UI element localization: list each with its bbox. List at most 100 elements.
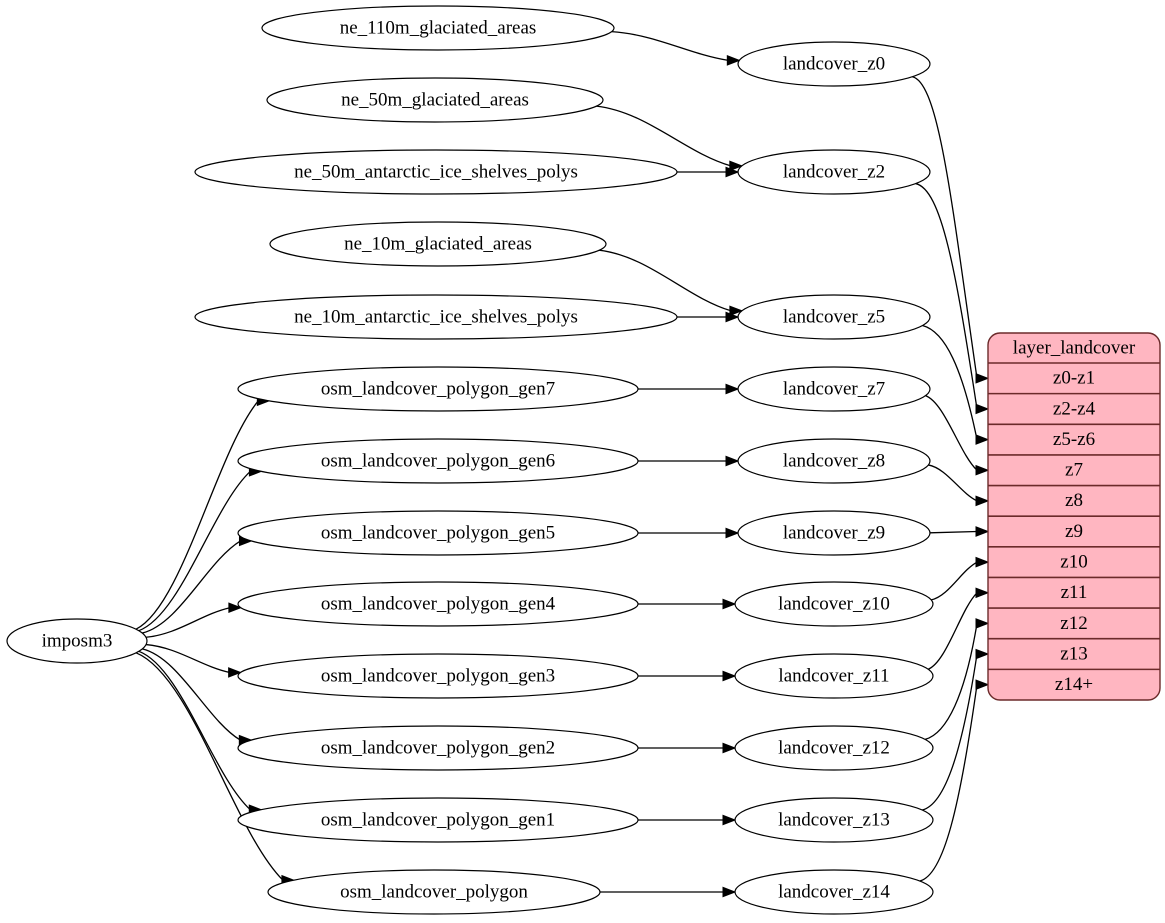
node-label: osm_landcover_polygon_gen1 bbox=[321, 809, 555, 830]
node-layer: imposm3 ne_110m_glaciated_areas ne_50m_gla… bbox=[6, 5, 934, 915]
node-label: ne_50m_glaciated_areas bbox=[341, 89, 529, 110]
node-landcover_z8[interactable]: landcover_z8 bbox=[737, 438, 931, 484]
node-osm_landcover_polygon[interactable]: osm_landcover_polygon bbox=[267, 869, 601, 915]
node-label: ne_110m_glaciated_areas bbox=[340, 17, 537, 38]
edge-imposm3-to-osm_landcover_polygon_gen4 bbox=[145, 602, 243, 638]
table-row-z10[interactable]: z10 bbox=[1060, 551, 1087, 572]
node-label: landcover_z5 bbox=[783, 306, 885, 327]
table-row-z5-z6[interactable]: z5-z6 bbox=[1053, 429, 1095, 450]
table-header-label: layer_landcover bbox=[1013, 337, 1136, 358]
node-landcover_z12[interactable]: landcover_z12 bbox=[734, 725, 934, 771]
node-ne_10m_glaciated_areas[interactable]: ne_10m_glaciated_areas bbox=[269, 221, 607, 267]
node-landcover_z9[interactable]: landcover_z9 bbox=[737, 510, 931, 556]
edge-landcover_z0-to-layer_landcover_z0-z1 bbox=[912, 76, 990, 384]
node-label: osm_landcover_polygon bbox=[340, 881, 528, 902]
table-row-z8[interactable]: z8 bbox=[1065, 490, 1083, 511]
node-label: landcover_z7 bbox=[783, 378, 885, 399]
table-row-z2-z4[interactable]: z2-z4 bbox=[1053, 398, 1096, 419]
edge-imposm3-to-osm_landcover_polygon_gen3 bbox=[146, 643, 243, 678]
table-row-z11[interactable]: z11 bbox=[1061, 582, 1088, 603]
node-label: ne_10m_glaciated_areas bbox=[344, 233, 532, 254]
node-label: landcover_z10 bbox=[778, 593, 890, 614]
node-ne_10m_antarctic_ice_shelves_polys[interactable]: ne_10m_antarctic_ice_shelves_polys bbox=[194, 294, 678, 340]
edge-imposm3-to-osm_landcover_polygon_gen7 bbox=[135, 395, 271, 630]
node-label: osm_landcover_polygon_gen5 bbox=[321, 522, 555, 543]
edge-osm_landcover_polygon_gen7-to-landcover_z7 bbox=[638, 383, 740, 395]
node-ne_110m_glaciated_areas[interactable]: ne_110m_glaciated_areas bbox=[261, 5, 615, 51]
edge-ne_50m_glaciated_areas-to-landcover_z2 bbox=[596, 105, 744, 172]
node-label: osm_landcover_polygon_gen6 bbox=[321, 450, 555, 471]
node-osm_landcover_polygon_gen7[interactable]: osm_landcover_polygon_gen7 bbox=[237, 366, 639, 412]
node-landcover_z7[interactable]: landcover_z7 bbox=[737, 366, 931, 412]
table-row-z14+[interactable]: z14+ bbox=[1055, 674, 1093, 695]
edge-landcover_z9-to-layer_landcover_z9 bbox=[929, 526, 990, 537]
table-row-z7[interactable]: z7 bbox=[1065, 460, 1083, 481]
table-row-label: z13 bbox=[1060, 643, 1087, 664]
node-label: osm_landcover_polygon_gen7 bbox=[321, 378, 555, 399]
node-landcover_z13[interactable]: landcover_z13 bbox=[734, 797, 934, 843]
node-label: landcover_z14 bbox=[778, 881, 890, 902]
edge-ne_10m_glaciated_areas-to-landcover_z5 bbox=[599, 249, 744, 317]
node-osm_landcover_polygon_gen5[interactable]: osm_landcover_polygon_gen5 bbox=[237, 510, 639, 556]
table-row-label: z0-z1 bbox=[1053, 368, 1095, 389]
node-label: landcover_z11 bbox=[778, 665, 889, 686]
node-label: landcover_z9 bbox=[783, 522, 885, 543]
table-row-label: z12 bbox=[1060, 613, 1087, 634]
edge-landcover_z10-to-layer_landcover_z10 bbox=[931, 556, 990, 601]
edge-landcover_z14-to-layer_landcover_z14_ bbox=[919, 679, 990, 882]
edge-ne_110m_glaciated_areas-to-landcover_z0 bbox=[611, 30, 741, 66]
node-label: landcover_z2 bbox=[783, 161, 885, 182]
edge-osm_landcover_polygon_gen6-to-landcover_z8 bbox=[638, 455, 740, 467]
node-label: ne_50m_antarctic_ice_shelves_polys bbox=[294, 161, 578, 182]
node-landcover_z14[interactable]: landcover_z14 bbox=[734, 869, 934, 915]
node-osm_landcover_polygon_gen2[interactable]: osm_landcover_polygon_gen2 bbox=[237, 725, 639, 771]
table-node-layer-landcover[interactable]: layer_landcover z0-z1 z2-z4 z5-z6 z7 z8 z9 z10 z… bbox=[987, 332, 1161, 701]
edge-osm_landcover_polygon_gen5-to-landcover_z9 bbox=[638, 527, 740, 539]
table-row-label: z7 bbox=[1065, 460, 1083, 481]
node-label: osm_landcover_polygon_gen4 bbox=[321, 593, 556, 614]
table-row-z9[interactable]: z9 bbox=[1065, 521, 1083, 542]
table-row-label: z10 bbox=[1060, 551, 1087, 572]
edge-osm_landcover_polygon-to-landcover_z14 bbox=[600, 886, 737, 898]
table-row-z0-z1[interactable]: z0-z1 bbox=[1053, 368, 1095, 389]
node-label: osm_landcover_polygon_gen2 bbox=[321, 737, 555, 758]
edge-osm_landcover_polygon_gen1-to-landcover_z13 bbox=[638, 814, 737, 826]
node-osm_landcover_polygon_gen1[interactable]: osm_landcover_polygon_gen1 bbox=[237, 797, 639, 843]
node-landcover_z10[interactable]: landcover_z10 bbox=[734, 581, 934, 627]
edge-landcover_z7-to-layer_landcover_z7 bbox=[925, 395, 990, 476]
table-row-label: z8 bbox=[1065, 490, 1083, 511]
node-label: imposm3 bbox=[42, 630, 113, 651]
edge-landcover_z11-to-layer_landcover_z11 bbox=[927, 587, 990, 670]
node-label: osm_landcover_polygon_gen3 bbox=[321, 665, 555, 686]
edge-ne_10m_antarctic_ice_shelves_polys-to-landcover_z5 bbox=[677, 311, 740, 323]
node-osm_landcover_polygon_gen3[interactable]: osm_landcover_polygon_gen3 bbox=[237, 653, 639, 699]
edge-landcover_z8-to-layer_landcover_z8 bbox=[928, 464, 990, 507]
node-landcover_z11[interactable]: landcover_z11 bbox=[734, 653, 934, 699]
table-row-label: z14+ bbox=[1055, 674, 1093, 695]
node-osm_landcover_polygon_gen6[interactable]: osm_landcover_polygon_gen6 bbox=[237, 438, 639, 484]
node-imposm3[interactable]: imposm3 bbox=[6, 618, 148, 664]
table-row-z12[interactable]: z12 bbox=[1060, 613, 1087, 634]
table-row-label: z2-z4 bbox=[1053, 398, 1096, 419]
node-label: landcover_z12 bbox=[778, 737, 890, 758]
node-landcover_z0[interactable]: landcover_z0 bbox=[737, 41, 931, 87]
edge-landcover_z2-to-layer_landcover_z2-z4 bbox=[915, 182, 990, 415]
node-ne_50m_glaciated_areas[interactable]: ne_50m_glaciated_areas bbox=[266, 77, 604, 123]
table-row-label: z11 bbox=[1061, 582, 1088, 603]
edge-osm_landcover_polygon_gen3-to-landcover_z11 bbox=[638, 670, 737, 682]
node-osm_landcover_polygon_gen4[interactable]: osm_landcover_polygon_gen4 bbox=[237, 581, 639, 627]
node-landcover_z5[interactable]: landcover_z5 bbox=[737, 294, 931, 340]
edge-landcover_z12-to-layer_landcover_z12 bbox=[924, 618, 990, 741]
edge-osm_landcover_polygon_gen4-to-landcover_z10 bbox=[638, 598, 737, 610]
node-label: landcover_z13 bbox=[778, 809, 890, 830]
edge-landcover_z5-to-layer_landcover_z5-z6 bbox=[922, 324, 990, 445]
table-row-label: z5-z6 bbox=[1053, 429, 1095, 450]
node-label: landcover_z0 bbox=[783, 53, 885, 74]
table-row-z13[interactable]: z13 bbox=[1060, 643, 1087, 664]
edge-ne_50m_antarctic_ice_shelves_polys-to-landcover_z2 bbox=[677, 166, 740, 178]
table-row-label: z9 bbox=[1065, 521, 1083, 542]
node-landcover_z2[interactable]: landcover_z2 bbox=[737, 149, 931, 195]
node-ne_50m_antarctic_ice_shelves_polys[interactable]: ne_50m_antarctic_ice_shelves_polys bbox=[194, 149, 678, 195]
